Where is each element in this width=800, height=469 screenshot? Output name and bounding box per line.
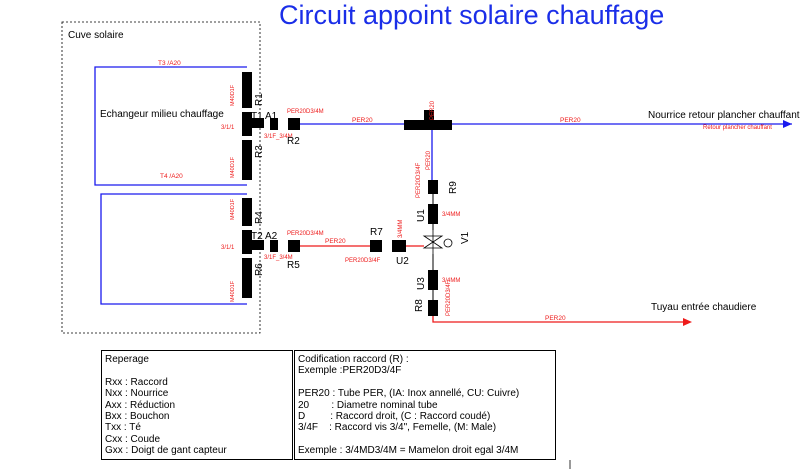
- fitting-r4: [242, 198, 252, 226]
- cuve-box: [61, 21, 261, 334]
- svg-text:A2: A2: [265, 231, 278, 242]
- svg-text:PER20: PER20: [430, 100, 436, 120]
- svg-text:V1: V1: [460, 231, 471, 244]
- legend-right-heading: Codification raccord (R) :: [298, 354, 409, 365]
- svg-text:PER20D3/4F: PER20D3/4F: [345, 258, 381, 264]
- svg-text:R9: R9: [448, 181, 459, 194]
- fitting-t2: [242, 230, 252, 254]
- svg-text:PER20: PER20: [545, 315, 566, 322]
- loop-bottom: [100, 193, 247, 305]
- svg-text:PER20D3/4M: PER20D3/4M: [287, 109, 324, 115]
- svg-text:PER20: PER20: [560, 117, 581, 124]
- valve-v1: [422, 230, 453, 254]
- legend-reperage: Reperage Rxx : Raccord Nxx : Nourrice Ax…: [101, 350, 293, 460]
- legend-right-item: 3/4F : Raccord vis 3/4", Femelle, (M: Ma…: [298, 422, 497, 434]
- svg-text:U2: U2: [396, 256, 409, 267]
- tuyau-label: Tuyau entrée chaudiere: [651, 302, 757, 313]
- fitting-t1: [242, 112, 252, 136]
- legend-left-item: Axx : Réduction: [105, 399, 176, 411]
- fitting-u2: [392, 240, 406, 252]
- svg-text:M40D1F: M40D1F: [230, 156, 236, 178]
- svg-text:PER20D3/4F: PER20D3/4F: [416, 162, 422, 198]
- svg-text:3/1/1: 3/1/1: [221, 245, 235, 251]
- svg-text:3/4MM: 3/4MM: [442, 278, 460, 284]
- legend-codification: Codification raccord (R) : Exemple :PER2…: [294, 350, 556, 460]
- svg-text:R4: R4: [254, 211, 265, 224]
- legend-right-example: Exemple :PER20D3/4F: [298, 365, 402, 377]
- legend-right-item: D : Raccord droit, (C : Raccord coudé): [298, 410, 491, 422]
- t4-label: T4 /A20: [160, 173, 183, 180]
- red-pipe-bottom: [432, 316, 685, 323]
- legend-left-item: Gxx : Doigt de gant capteur: [105, 445, 227, 457]
- svg-text:R1: R1: [254, 93, 265, 106]
- nourrice-label: Nourrice retour plancher chauffant: [648, 110, 800, 121]
- svg-text:R5: R5: [287, 260, 300, 271]
- svg-text:3/1/1: 3/1/1: [221, 125, 235, 131]
- svg-text:R8: R8: [414, 299, 425, 312]
- fitting-r9: [428, 180, 438, 194]
- retour-label: Retour plancher chauffant: [703, 125, 772, 131]
- fitting-r3: [242, 140, 252, 180]
- cuve-label: Cuve solaire: [68, 30, 124, 41]
- svg-text:3/1F_3/4M: 3/1F_3/4M: [264, 255, 293, 261]
- fitting-r1: [242, 72, 252, 108]
- svg-text:M40D1F: M40D1F: [230, 84, 236, 106]
- fitting-u3: [428, 270, 438, 290]
- legend-right-item: 20 : Diametre nominal tube: [298, 399, 438, 411]
- svg-text:U1: U1: [416, 209, 427, 222]
- loop-top: [94, 66, 247, 186]
- svg-text:PER20: PER20: [426, 150, 432, 170]
- legend-left-item: Bxx : Bouchon: [105, 410, 170, 422]
- svg-text:PER20D3/4M: PER20D3/4M: [287, 231, 324, 237]
- svg-text:R7: R7: [370, 227, 383, 238]
- svg-text:3/4MM: 3/4MM: [398, 220, 404, 238]
- legend-left-item: Cxx : Coude: [105, 433, 161, 445]
- svg-text:R3: R3: [254, 145, 265, 158]
- legend-left-item: Txx : Té: [105, 422, 141, 434]
- svg-text:U3: U3: [416, 277, 427, 290]
- svg-text:A1: A1: [265, 111, 278, 122]
- fitting-r7: [370, 240, 382, 252]
- svg-text:R6: R6: [254, 263, 265, 276]
- svg-text:T2: T2: [251, 231, 263, 242]
- svg-text:T1: T1: [251, 111, 263, 122]
- legend-right-example2: Exemple : 3/4MD3/4M = Mamelon droit egal…: [298, 445, 519, 457]
- svg-text:PER20: PER20: [325, 238, 346, 245]
- fitting-u1: [428, 204, 438, 224]
- page-title: Circuit appoint solaire chauffage: [279, 0, 665, 30]
- legend-right-item: PER20 : Tube PER, (IA: Inox annellé, CU:…: [298, 388, 520, 400]
- fitting-r6: [242, 258, 252, 298]
- svg-text:R2: R2: [287, 136, 300, 147]
- svg-text:PER20D3/4F: PER20D3/4F: [446, 280, 452, 316]
- svg-text:3/4MM: 3/4MM: [442, 212, 460, 218]
- echangeur-label: Echangeur milieu chauffage: [100, 109, 224, 120]
- svg-text:M40D1F: M40D1F: [230, 280, 236, 302]
- legend-left-item: Rxx : Raccord: [105, 376, 168, 388]
- fitting-r8: [428, 300, 438, 316]
- t3-label: T3 /A20: [158, 60, 181, 67]
- svg-text:M40D1F: M40D1F: [230, 198, 236, 220]
- svg-text:PER20: PER20: [352, 117, 373, 124]
- svg-text:3/1F_3/4M: 3/1F_3/4M: [264, 134, 293, 140]
- legend-left-heading: Reperage: [105, 354, 149, 365]
- legend-left-item: Nxx : Nourrice: [105, 388, 169, 400]
